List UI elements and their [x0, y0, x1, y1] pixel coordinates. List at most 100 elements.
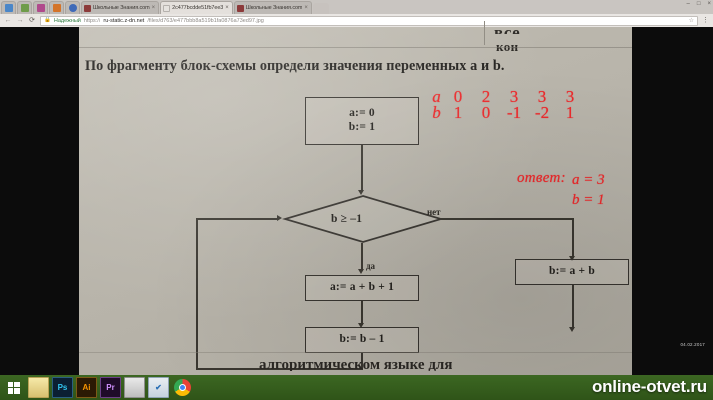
tab-favicon-icon [163, 4, 171, 12]
loopback-up [196, 218, 198, 370]
lock-icon: 🔒 [44, 16, 51, 23]
arrow-no-to-box [569, 256, 575, 261]
trace-a-3: 3 [537, 87, 547, 106]
pinned-tab-1[interactable] [1, 1, 16, 14]
tab-title: 2c477bcdde51fb7ee3 [172, 5, 224, 11]
browser-tab-3[interactable]: Школьные Знания.com × [233, 1, 312, 14]
arrow-assign-a-to-assign-b [358, 323, 364, 328]
taskbar-photoshop[interactable]: Ps [52, 377, 73, 398]
page-top-rule [79, 47, 632, 48]
close-tab-icon[interactable]: × [304, 5, 308, 11]
url-host: ru-static.z-dn.net [103, 17, 145, 24]
url-path: /files/d763/e477bbb8a519b1fa0876a73ed97.… [147, 17, 264, 24]
taskbar-chrome[interactable] [172, 377, 193, 398]
taskbar-file-explorer[interactable] [28, 377, 49, 398]
browser-tab-1[interactable]: Школьные Знания.com × [81, 1, 160, 14]
url-scheme: https:// [83, 17, 101, 24]
flowchart: a:= 0 b:= 1 b ≥ –1 нет [79, 27, 632, 375]
loopback-into-condition [196, 218, 279, 220]
window-controls: – □ × [687, 1, 711, 7]
cut-top-text-kon: кон [496, 39, 519, 54]
pinned-tab-2[interactable] [17, 1, 32, 14]
page-column-divider [484, 21, 485, 45]
trace-b-0: 1 [453, 103, 463, 122]
close-tab-icon[interactable]: × [151, 5, 156, 11]
question-title-vars: a и b. [470, 58, 505, 74]
windows-logo-icon [7, 381, 20, 394]
arrow-exit [569, 327, 575, 332]
bookmark-star-icon[interactable]: ☆ [688, 18, 694, 24]
connector-exit [572, 285, 574, 329]
trace-b-1: 0 [481, 103, 491, 122]
tab-title: Школьные Знания.com [93, 5, 150, 11]
connector-no-vertical [572, 218, 574, 258]
pinned-tab-3[interactable] [33, 1, 48, 14]
loopback-down [361, 353, 363, 370]
flowchart-condition-diamond [281, 195, 445, 243]
minimize-button[interactable]: – [686, 1, 690, 7]
handwritten-answer-word: ответ: [517, 170, 566, 186]
maximize-button[interactable]: □ [696, 1, 701, 7]
trace-a-2: 3 [509, 87, 519, 106]
connector-assign-a-to-assign-b [361, 301, 363, 325]
connector-init-to-condition [361, 145, 363, 191]
new-tab-button[interactable] [312, 3, 329, 14]
favicon-icon [20, 4, 29, 12]
security-label: Надежный [53, 17, 81, 24]
trace-a-0: 0 [453, 87, 463, 106]
site-watermark: online-otvet.ru [591, 377, 707, 396]
trace-a-1: 2 [481, 87, 491, 106]
taskbar-explorer-window[interactable] [124, 377, 145, 398]
taskbar-antivirus[interactable]: ✔ [148, 377, 169, 398]
back-icon[interactable]: ← [4, 17, 12, 24]
pinned-tab-5[interactable] [65, 1, 80, 14]
browser-tab-2[interactable]: 2c477bcdde51fb7ee3 × [160, 1, 233, 14]
arrow-loopback-to-condition [277, 215, 282, 221]
screenshot-timestamp: 04.02.2017 [680, 342, 705, 347]
cut-top-text-vse: все [494, 23, 521, 34]
page-title: По фрагменту блок-схемы определи значени… [85, 58, 505, 75]
loopback-horizontal [196, 368, 363, 370]
close-window-button[interactable]: × [707, 1, 711, 7]
arrow-yes-to-box [358, 269, 364, 274]
taskbar-premiere[interactable]: Pr [100, 377, 121, 398]
windows-taskbar: Ps Ai Pr ✔ [0, 375, 713, 400]
address-bar[interactable]: 🔒 Надежный https:// ru-static.z-dn.net /… [40, 15, 698, 26]
close-tab-icon[interactable]: × [225, 5, 229, 11]
flowchart-box-false-branch: b:= a + b [515, 259, 629, 285]
trace-b-4: 1 [565, 103, 575, 122]
page-viewport: все кон По фрагменту блок-схемы определи… [0, 21, 713, 375]
branch-label-yes: да [366, 261, 376, 271]
handwritten-trace-table: a 0 2 3 3 3 b 1 0 -1 -2 1 [429, 87, 584, 125]
favicon-icon [36, 4, 45, 12]
handwritten-answer-a: a = 3 [572, 172, 605, 188]
pinned-tab-4[interactable] [49, 1, 64, 14]
question-title-part1: По фрагменту блок-схемы определи значени… [85, 58, 471, 74]
letterbox-left [0, 27, 79, 375]
box-init-line2: b:= 1 [348, 121, 376, 133]
browser-chrome: Школьные Знания.com × 2c477bcdde51fb7ee3… [0, 0, 713, 27]
start-button[interactable] [2, 376, 25, 399]
condition-label: b ≥ –1 [331, 213, 363, 225]
forward-icon[interactable]: → [16, 17, 24, 24]
cut-bottom-text: алгоритмическом языке для [259, 357, 453, 371]
trace-row-a-label: a [432, 87, 441, 106]
reload-icon[interactable]: ⟳ [29, 17, 35, 24]
letterbox-right [632, 27, 713, 375]
tab-title: Школьные Знания.com [245, 5, 303, 11]
flowchart-box-assign-b: b:= b – 1 [305, 327, 419, 353]
tab-strip: Школьные Знания.com × 2c477bcdde51fb7ee3… [0, 0, 713, 14]
connector-yes-vertical [361, 243, 363, 271]
flowchart-box-init: a:= 0 b:= 1 [305, 97, 419, 145]
trace-row-a: a 0 2 3 3 3 [429, 87, 584, 109]
page-bottom-rule [79, 352, 632, 353]
flowchart-box-assign-a: a:= a + b + 1 [305, 275, 419, 301]
branch-label-no: нет [427, 207, 441, 217]
trace-a-4: 3 [565, 87, 575, 106]
taskbar-illustrator[interactable]: Ai [76, 377, 97, 398]
browser-menu-icon[interactable]: ⋮ [702, 17, 709, 24]
arrow-init-to-condition [358, 190, 364, 195]
scanned-worksheet-image[interactable]: все кон По фрагменту блок-схемы определи… [79, 21, 632, 375]
trace-row-b-label: b [432, 103, 441, 122]
